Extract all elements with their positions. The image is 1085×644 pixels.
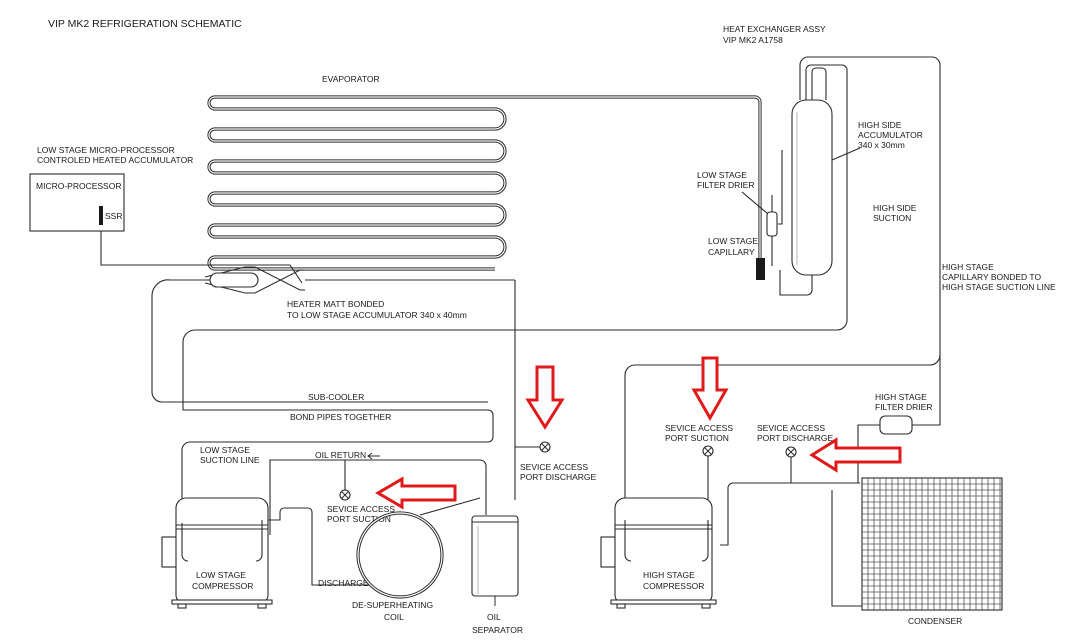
evaporator-label: EVAPORATOR bbox=[322, 74, 380, 84]
heat-exchanger-title: HEAT EXCHANGER ASSY bbox=[723, 24, 826, 34]
high-stage-compressor-label-1: HIGH STAGE bbox=[643, 570, 695, 580]
low-suction-valve-icon bbox=[339, 489, 351, 501]
highlight-arrow-low-suction-icon bbox=[375, 476, 457, 510]
high-discharge-port-label-1: SEVICE ACCESS bbox=[757, 423, 825, 433]
low-stage-suction-line-label-1: LOW STAGE bbox=[200, 445, 250, 455]
low-suction-port-label-2: PORT SUCTION bbox=[327, 514, 391, 524]
high-side-suction-label-2: SUCTION bbox=[873, 213, 911, 223]
microprocessor-label: MICRO-PROCESSOR bbox=[36, 181, 121, 191]
high-suction-port-label-2: PORT SUCTION bbox=[665, 433, 729, 443]
high-stage-filter-drier-label-2: FILTER DRIER bbox=[875, 402, 932, 412]
high-stage-capillary-label-2: CAPILLARY BONDED TO bbox=[942, 272, 1041, 282]
heater-matt-label-1: HEATER MATT BONDED bbox=[287, 299, 384, 309]
high-stage-filter-drier-label-1: HIGH STAGE bbox=[875, 392, 927, 402]
low-discharge-valve-icon bbox=[539, 441, 551, 453]
high-suction-valve-icon bbox=[702, 445, 714, 457]
heater-matt-label-2: TO LOW STAGE ACCUMULATOR 340 x 40mm bbox=[287, 310, 467, 320]
highlight-arrow-low-discharge-icon bbox=[525, 365, 565, 430]
high-side-suction-label-1: HIGH SIDE bbox=[873, 203, 917, 213]
condenser bbox=[861, 477, 1003, 611]
low-stage-compressor-label-2: COMPRESSOR bbox=[192, 581, 253, 591]
high-discharge-line bbox=[720, 482, 860, 546]
microprocessor-heading-2: CONTROLED HEATED ACCUMULATOR bbox=[37, 155, 193, 165]
oil-separator-label-2: SEPARATOR bbox=[472, 625, 523, 635]
filter-drier-leader bbox=[741, 191, 769, 215]
bond-pipes-label: BOND PIPES TOGETHER bbox=[290, 412, 391, 422]
high-stage-capillary-label-3: HIGH STAGE SUCTION LINE bbox=[942, 282, 1056, 292]
oil-separator-label-1: OIL bbox=[487, 612, 501, 622]
high-stage-capillary-label-1: HIGH STAGE bbox=[942, 262, 994, 272]
high-stage-compressor-label-2: COMPRESSOR bbox=[643, 581, 704, 591]
evaporator-coil bbox=[207, 95, 762, 271]
de-superheating-label-1: DE-SUPERHEATING bbox=[352, 600, 433, 610]
diagram-title: VIP MK2 REFRIGERATION SCHEMATIC bbox=[48, 18, 242, 30]
sub-cooler-label: SUB-COOLER bbox=[308, 392, 364, 402]
discharge-label: DISCHARGE bbox=[318, 578, 369, 588]
ssr-relay bbox=[99, 206, 103, 225]
oil-return-arrow-icon bbox=[367, 452, 380, 460]
low-discharge-port-label-1: SEVICE ACCESS bbox=[520, 462, 588, 472]
high-side-accumulator-label-2: ACCUMULATOR bbox=[858, 130, 923, 140]
high-stage-compressor bbox=[600, 497, 717, 609]
low-stage-filter-drier-label-2: FILTER DRIER bbox=[697, 180, 754, 190]
oil-separator bbox=[471, 515, 519, 606]
high-suction-port-label-1: SEVICE ACCESS bbox=[665, 423, 733, 433]
oil-return-line bbox=[269, 459, 487, 535]
high-discharge-valve-icon bbox=[785, 446, 797, 458]
low-stage-compressor bbox=[161, 497, 273, 609]
de-superheating-label-2: COIL bbox=[384, 612, 404, 622]
low-stage-filter-drier-label-1: LOW STAGE bbox=[697, 170, 747, 180]
low-suction-port-label-1: SEVICE ACCESS bbox=[327, 504, 395, 514]
low-discharge-port-label-2: PORT DISCHARGE bbox=[520, 472, 597, 482]
high-stage-filter-drier bbox=[831, 355, 941, 607]
discharge-line bbox=[268, 507, 370, 586]
high-side-accumulator-label-1: HIGH SIDE bbox=[858, 120, 902, 130]
highlight-arrow-high-discharge-icon bbox=[809, 437, 902, 473]
heat-exchanger-part: VIP MK2 A1758 bbox=[723, 35, 783, 45]
low-stage-capillary-label-2: CAPILLARY bbox=[708, 247, 755, 257]
de-superheating-coil bbox=[356, 497, 481, 599]
microprocessor-heading-1: LOW STAGE MICRO-PROCESSOR bbox=[37, 145, 175, 155]
low-stage-accumulator bbox=[151, 266, 515, 403]
condenser-label: CONDENSER bbox=[908, 616, 962, 626]
highlight-arrow-high-suction-icon bbox=[691, 356, 729, 422]
low-stage-suction-line-label-2: SUCTION LINE bbox=[200, 455, 260, 465]
microprocessor-box bbox=[29, 173, 125, 232]
sub-cooler bbox=[181, 280, 516, 523]
ssr-label: SSR bbox=[105, 211, 122, 221]
low-stage-capillary-label-1: LOW STAGE bbox=[708, 236, 758, 246]
low-stage-compressor-label-1: LOW STAGE bbox=[196, 570, 246, 580]
high-side-accumulator-label-3: 340 x 30mm bbox=[858, 140, 905, 150]
heater-wire bbox=[100, 231, 303, 284]
oil-return-label: OIL RETURN bbox=[315, 450, 366, 460]
heat-exchanger-assembly bbox=[182, 56, 941, 560]
low-stage-capillary bbox=[756, 258, 765, 280]
high-discharge-port-label-2: PORT DISCHARGE bbox=[757, 433, 834, 443]
